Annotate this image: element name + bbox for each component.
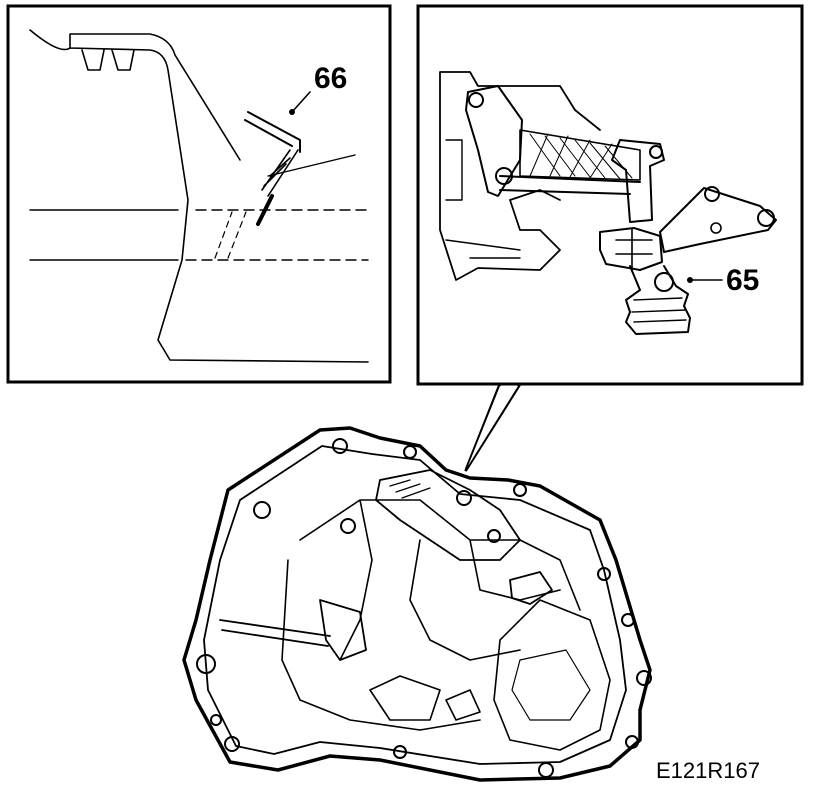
- rod-end: [654, 272, 674, 292]
- arm-plate: [659, 187, 777, 253]
- housing-ribs: [281, 499, 581, 731]
- shift-bracket: [465, 85, 523, 197]
- detail-panel-left-frame: [6, 4, 392, 384]
- flange-bolt: [332, 438, 348, 454]
- bracket-bolt-upper: [468, 92, 484, 108]
- callout-65-dot: [687, 277, 693, 283]
- lower-joint-detail: [615, 227, 653, 271]
- flange-bolt: [636, 670, 652, 686]
- detail-panel-right: 65: [416, 4, 804, 386]
- release-lever: [319, 599, 367, 661]
- arm-plate-hole-lower: [710, 222, 722, 234]
- flange-bolt: [513, 483, 527, 497]
- locking-pin-tip: [256, 194, 274, 226]
- linkage-arm: [519, 129, 641, 181]
- side-boss: [509, 571, 553, 605]
- casting-edge: [439, 71, 601, 281]
- flange-bolts: [196, 438, 652, 778]
- callout-65-label: 65: [726, 264, 759, 297]
- gaiter-boot: [625, 265, 691, 335]
- lower-joint: [599, 227, 663, 271]
- flange-bolt: [393, 745, 407, 759]
- top-shift-mechanism: [375, 469, 521, 561]
- callout-66-label: 66: [314, 62, 347, 95]
- detail-panel-right-frame: [416, 4, 804, 386]
- breather-cap: [340, 518, 356, 534]
- top-shift-hatching: [389, 479, 431, 499]
- flange-bolt: [597, 567, 611, 581]
- callout-66-leader: [291, 91, 311, 113]
- detail-panel-left: 66: [6, 4, 392, 384]
- housing-tabs: [81, 49, 135, 71]
- selector-rod: [499, 175, 641, 195]
- release-fork-rod: [219, 619, 331, 647]
- detail-pointer: [464, 382, 522, 472]
- flange-bolt: [538, 762, 554, 778]
- flange-bolt: [196, 654, 216, 674]
- flange-bolt: [456, 490, 472, 506]
- locking-pin: [244, 111, 301, 153]
- lower-casting: [369, 675, 481, 721]
- callout-66-dot: [289, 109, 295, 115]
- flange-bolt: [625, 735, 639, 749]
- clutch-bell-detail: [511, 649, 591, 721]
- casting-ribs: [445, 139, 521, 259]
- flange-bolt: [224, 736, 240, 752]
- gaiter-folds: [631, 297, 687, 323]
- detail-pointer-fill: [468, 386, 518, 466]
- flange-bolt: [621, 613, 635, 627]
- arm-plate-hole-end: [757, 209, 775, 227]
- flange-bolt: [403, 445, 417, 459]
- gearbox-assembly: [182, 426, 652, 782]
- figure-code: E121R167: [656, 758, 760, 783]
- clutch-bell-area: [493, 599, 611, 751]
- flange-bolt: [253, 501, 271, 519]
- linkage-hatching: [529, 133, 633, 180]
- hidden-rod: [214, 211, 247, 259]
- flange-bolt: [210, 714, 222, 726]
- arm-plate-hole-upper: [704, 186, 720, 202]
- shift-pivot-bolt: [487, 529, 501, 543]
- lever-line: [267, 154, 356, 177]
- pivot-bolt: [649, 145, 663, 159]
- gearbox-flange-outline: [182, 426, 652, 782]
- housing-outline: [29, 29, 369, 363]
